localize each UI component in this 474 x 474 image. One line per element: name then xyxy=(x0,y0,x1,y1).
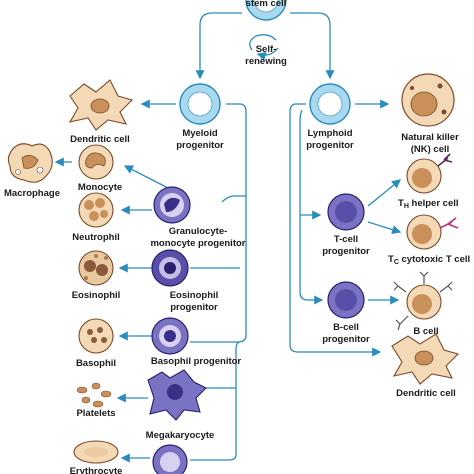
lymphoid-progenitor-icon xyxy=(309,83,351,125)
connector-lines xyxy=(54,12,402,463)
macrophage-label: Macrophage xyxy=(4,188,60,199)
stem-cell-label: stem cell xyxy=(246,0,287,9)
to-bcell-prog-arrow xyxy=(299,215,324,305)
tc-rest: cytotoxic T cell xyxy=(399,254,470,265)
bcell-progenitor-icon xyxy=(327,281,365,319)
lymphoid-label-1: Lymphoid xyxy=(307,128,352,139)
eosinophil-icon xyxy=(78,250,114,286)
basophil-progenitor-label: Basophil progenitor xyxy=(151,356,242,367)
self-renewing-label-2: renewing xyxy=(245,56,287,67)
erythroid-progenitor-icon xyxy=(152,444,188,474)
neutrophil-icon xyxy=(78,192,114,228)
stem-to-lymphoid-arrow xyxy=(290,12,335,80)
bcell-progenitor-label-2: progenitor xyxy=(322,334,370,345)
dendritic-right-label: Dendritic cell xyxy=(396,388,456,399)
self-renewing-label-1: Self- xyxy=(256,44,277,55)
bcell-label: B cell xyxy=(413,326,438,337)
gm-progenitor-label-2: monocyte progenitor xyxy=(150,238,245,249)
dendritic-cell-right-icon xyxy=(391,333,460,385)
bcell-progenitor-label-1: B-cell xyxy=(333,322,359,333)
th-helper-label: TH helper cell xyxy=(398,198,459,210)
tcell-progenitor-icon xyxy=(327,193,365,231)
gm-progenitor-label-1: Granulocyte- xyxy=(169,226,228,237)
erythrocyte-label: Erythrocyte xyxy=(70,466,123,474)
tc-main: T xyxy=(388,254,394,265)
self-renewing-arrow xyxy=(256,47,279,61)
myeloid-label-2: progenitor xyxy=(176,140,224,151)
monocyte-label: Monocyte xyxy=(78,182,122,193)
megakaryocyte-label: Megakaryocyte xyxy=(146,430,215,441)
lymphoid-label-2: progenitor xyxy=(306,140,354,151)
nk-cell-icon xyxy=(401,73,455,127)
tcell-progenitor-label-1: T-cell xyxy=(334,234,358,245)
trunk-to-gm xyxy=(221,195,246,203)
tc-sub: C xyxy=(394,259,399,266)
stem-cell-icon xyxy=(245,0,287,21)
monocyte-icon xyxy=(78,144,114,180)
bcell-icon xyxy=(393,271,453,331)
neutrophil-label: Neutrophil xyxy=(72,232,120,243)
t-to-th-arrow xyxy=(367,179,402,207)
th-helper-cell-icon xyxy=(406,153,453,194)
stem-to-myeloid-arrow xyxy=(195,12,242,80)
t-to-tc-arrow xyxy=(367,221,402,235)
tc-cytotoxic-label: TC cytotoxic T cell xyxy=(388,254,470,266)
gm-to-monocyte-arrow xyxy=(123,165,173,191)
nk-label-2: (NK) cell xyxy=(411,144,450,155)
myeloid-progenitor-icon xyxy=(179,83,221,125)
basophil-progenitor-icon xyxy=(151,317,189,355)
lymphoid-to-t-line xyxy=(299,109,303,215)
eosinophil-progenitor-label-1: Eosinophil xyxy=(170,290,219,301)
platelets-label: Platelets xyxy=(76,408,115,419)
eosinophil-label: Eosinophil xyxy=(72,290,121,301)
basophil-icon xyxy=(78,318,114,354)
th-sub: H xyxy=(404,203,409,210)
eosinophil-progenitor-label-2: progenitor xyxy=(170,302,218,313)
th-rest: helper cell xyxy=(409,198,459,209)
nk-label-1: Natural killer xyxy=(401,132,459,143)
tc-cytotoxic-cell-icon xyxy=(406,214,459,250)
macrophage-icon xyxy=(7,143,53,183)
dendritic-left-label: Dendritic cell xyxy=(70,134,130,145)
lymphoid-to-dendritic-arrow xyxy=(289,103,382,357)
erythrocyte-icon xyxy=(73,440,119,464)
basophil-label: Basophil xyxy=(76,358,116,369)
trunk-to-erythro xyxy=(190,341,241,461)
megakaryocyte-icon xyxy=(147,369,207,421)
tcell-progenitor-label-2: progenitor xyxy=(322,246,370,257)
gm-progenitor-icon xyxy=(153,186,191,224)
myeloid-label-1: Myeloid xyxy=(182,128,218,139)
th-main: T xyxy=(398,198,404,209)
self-renewing-loop xyxy=(249,34,277,51)
platelets-icon xyxy=(76,382,112,408)
labels: stem cell Self- renewing Myeloid progeni… xyxy=(4,0,470,474)
eosinophil-progenitor-icon xyxy=(151,249,189,287)
dendritic-cell-left-icon xyxy=(68,79,134,131)
myeloid-trunk xyxy=(190,103,247,343)
